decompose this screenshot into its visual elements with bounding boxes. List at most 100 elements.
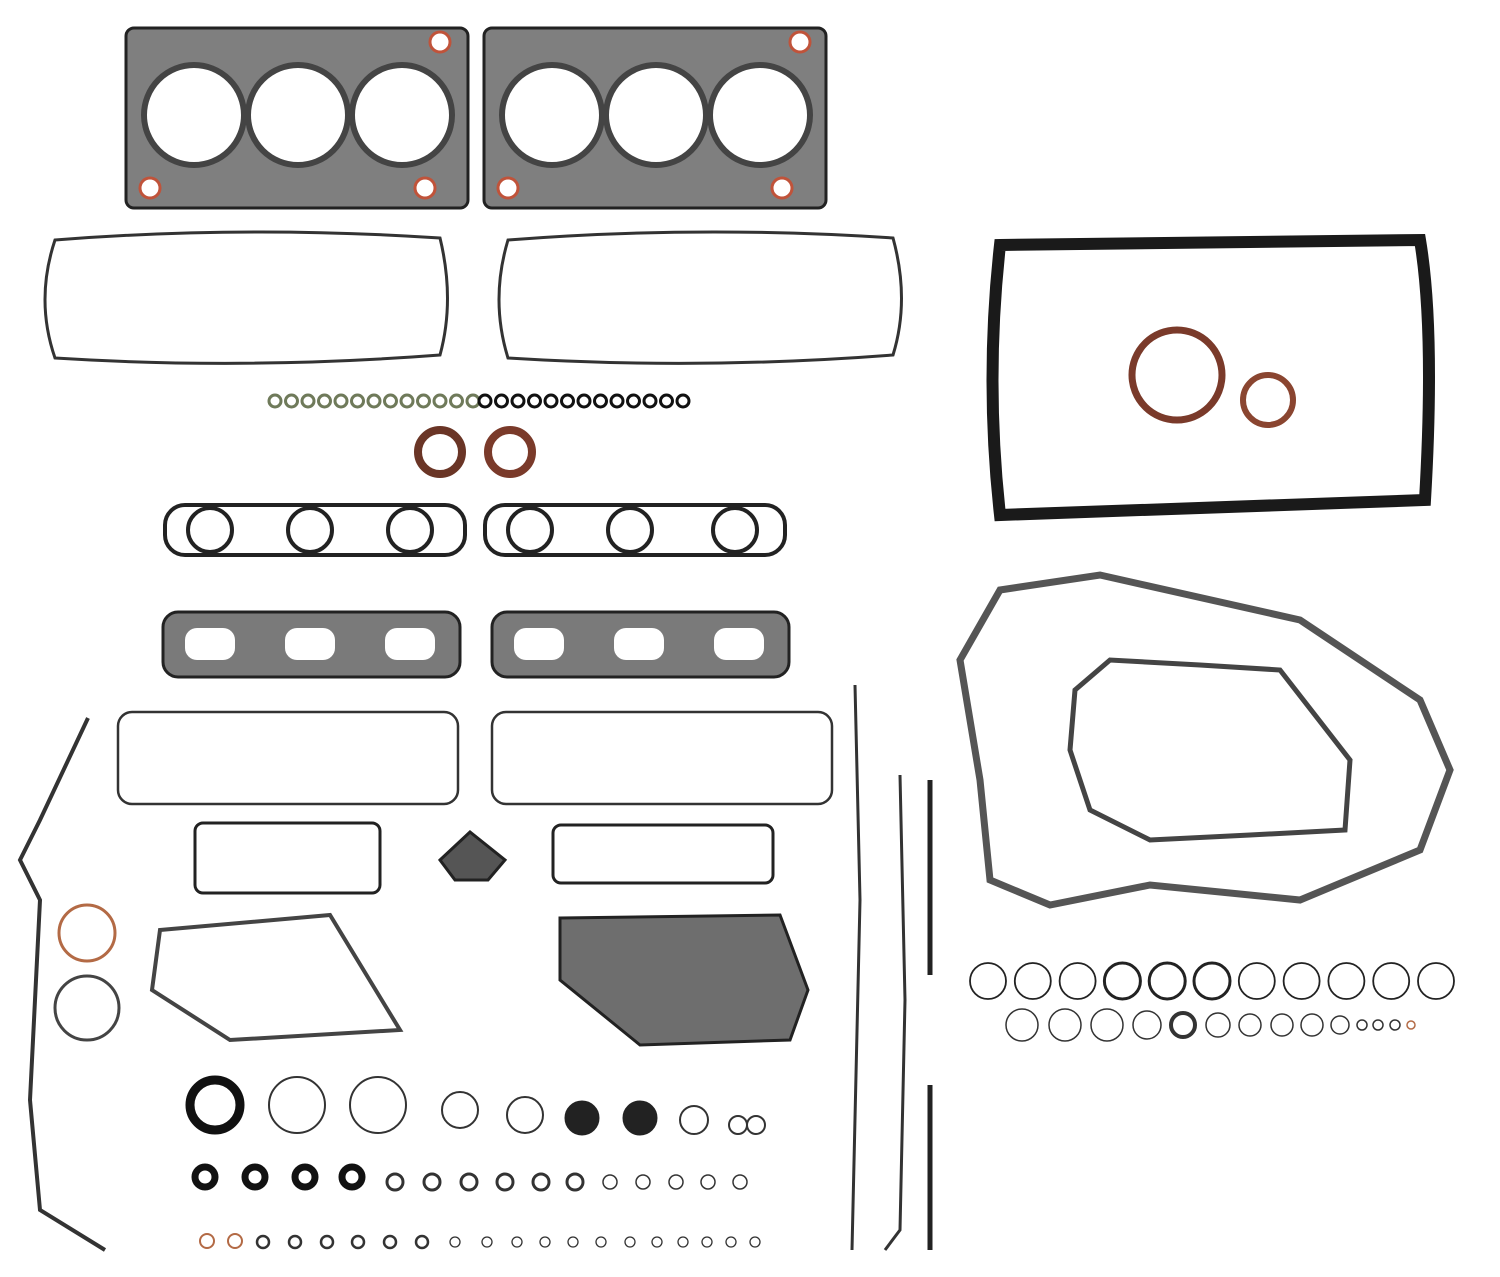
o-ring (576, 393, 592, 409)
o-ring (1132, 1010, 1162, 1040)
o-ring (728, 1115, 748, 1135)
o-ring (477, 393, 493, 409)
o-ring (1048, 1008, 1082, 1042)
o-ring (677, 1236, 689, 1248)
o-ring (510, 393, 526, 409)
o-ring (564, 1100, 600, 1136)
o-ring (749, 1236, 761, 1248)
lower-intake-gasket-right (558, 913, 810, 1047)
o-ring (1169, 1011, 1197, 1039)
transmission-case-gasket (956, 571, 1454, 909)
o-ring (642, 393, 658, 409)
plenum-gasket-left (116, 710, 460, 806)
o-ring (511, 1236, 523, 1248)
o-ring (481, 1236, 493, 1248)
o-ring (622, 1100, 658, 1136)
o-ring (565, 1172, 585, 1192)
o-ring (1330, 1015, 1350, 1035)
o-ring (1372, 962, 1411, 1000)
o-ring (53, 974, 121, 1042)
o-ring (300, 393, 316, 409)
o-ring (1238, 1013, 1262, 1037)
side-seal-strip (17, 717, 107, 1252)
lower-intake-gasket-left (149, 912, 404, 1043)
o-ring (593, 393, 608, 409)
o-ring (609, 393, 625, 409)
o-ring (267, 393, 283, 409)
o-ring (1282, 962, 1321, 1000)
o-ring (560, 393, 575, 409)
o-ring (191, 1163, 219, 1191)
o-ring (319, 1234, 335, 1250)
o-ring (1147, 961, 1187, 1001)
valve-cover-gasket-right (497, 230, 903, 365)
egr-gasket (437, 830, 508, 882)
intake-manifold-gasket-left (163, 503, 467, 557)
o-ring (668, 1174, 684, 1190)
o-ring (701, 1236, 713, 1248)
o-ring (1417, 962, 1455, 1000)
o-ring (506, 1096, 544, 1134)
o-ring (595, 1236, 607, 1248)
camshaft-seal (484, 426, 536, 478)
side-seal-strip (850, 684, 862, 1251)
o-ring (227, 1233, 243, 1249)
o-ring (1270, 1013, 1294, 1037)
o-ring (383, 393, 398, 409)
o-ring (382, 1234, 398, 1250)
o-ring (284, 393, 299, 409)
o-ring (287, 1234, 303, 1250)
cylinder-head-gasket-right (482, 26, 828, 210)
o-ring (1327, 962, 1366, 1000)
intake-manifold-gasket-right (483, 503, 787, 557)
o-ring (635, 1174, 651, 1190)
throttle-body-gasket-left (193, 821, 382, 895)
o-ring (333, 393, 349, 409)
o-ring (1090, 1008, 1124, 1042)
o-ring (659, 393, 674, 409)
o-ring (338, 1163, 366, 1191)
o-ring (725, 1236, 737, 1248)
o-ring (459, 1172, 479, 1192)
o-ring (1406, 1020, 1416, 1030)
o-ring (199, 1233, 215, 1249)
o-ring (1356, 1019, 1368, 1031)
o-ring (1205, 1012, 1231, 1038)
o-ring (527, 393, 542, 409)
o-ring (539, 1236, 551, 1248)
o-ring (1300, 1013, 1324, 1037)
o-ring (1372, 1019, 1384, 1031)
o-ring (1013, 962, 1052, 1000)
o-ring (1058, 962, 1097, 1000)
o-ring (241, 1163, 269, 1191)
o-ring (624, 1236, 636, 1248)
o-ring (494, 393, 509, 409)
o-ring (1102, 961, 1142, 1001)
o-ring (255, 1234, 271, 1250)
o-ring (366, 393, 382, 409)
o-ring (441, 1091, 479, 1129)
o-ring (1005, 1008, 1039, 1042)
o-ring (1389, 1019, 1401, 1031)
o-ring (679, 1105, 709, 1135)
o-ring (317, 393, 332, 409)
o-ring (399, 393, 415, 409)
camshaft-seal (414, 426, 466, 478)
o-ring (416, 393, 431, 409)
o-ring (969, 962, 1007, 1000)
o-ring (602, 1174, 618, 1190)
o-ring (700, 1174, 716, 1190)
o-ring (432, 393, 448, 409)
oil-pan-gasket (986, 233, 1435, 522)
o-ring (422, 1172, 442, 1192)
o-ring (543, 393, 559, 409)
exhaust-manifold-gasket-left (161, 610, 462, 679)
o-ring (626, 393, 641, 409)
o-ring (449, 1236, 461, 1248)
o-ring (495, 1172, 515, 1192)
o-ring (746, 1115, 766, 1135)
o-ring (414, 1234, 430, 1250)
copper-o-ring (57, 903, 117, 963)
o-ring (567, 1236, 579, 1248)
